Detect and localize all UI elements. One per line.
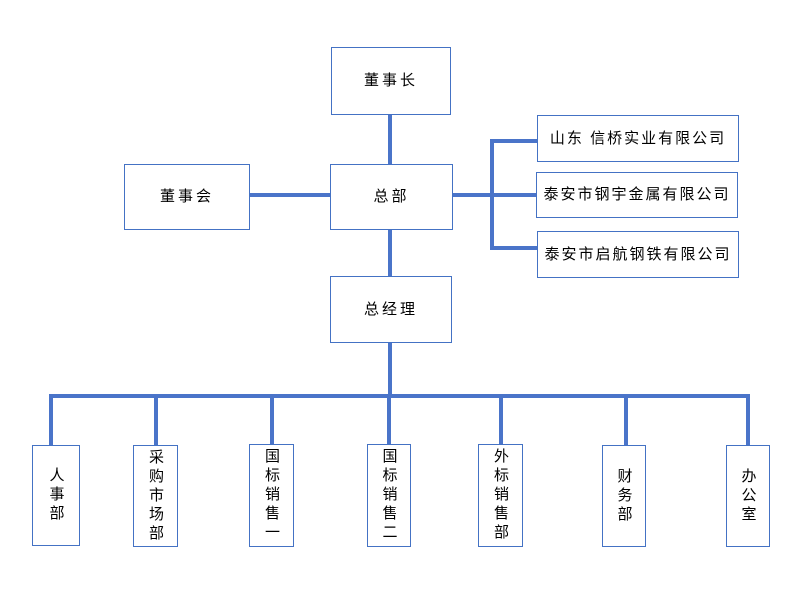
connector-hq-gm bbox=[388, 230, 392, 276]
org-node-dept-finance-label: 财务部 bbox=[615, 467, 633, 525]
connector-drop-purchasing bbox=[154, 398, 158, 446]
connector-drop-national1 bbox=[270, 398, 274, 445]
connector-board-hq bbox=[249, 193, 330, 197]
org-node-dept-hr-label: 人事部 bbox=[47, 467, 65, 524]
org-node-dept-national-sales-2-label: 国标销售二 bbox=[380, 448, 398, 543]
org-node-hq: 总部 bbox=[330, 164, 453, 230]
connector-drop-office bbox=[746, 394, 750, 446]
org-node-general-manager-label: 总经理 bbox=[363, 300, 418, 318]
connector-gm-bus bbox=[388, 343, 392, 397]
org-node-dept-office-label: 办公室 bbox=[739, 467, 757, 525]
connector-drop-hr bbox=[49, 394, 53, 446]
org-node-dept-finance: 财务部 bbox=[602, 445, 646, 547]
org-node-subsidiary2-label: 泰安市钢宇金属有限公司 bbox=[543, 186, 731, 204]
connector-drop-national2 bbox=[387, 398, 391, 444]
org-node-dept-purchasing-market: 采购市场部 bbox=[133, 445, 178, 547]
org-node-general-manager: 总经理 bbox=[330, 276, 452, 343]
org-node-board-label: 董事会 bbox=[159, 188, 214, 206]
connector-bus-horizontal bbox=[49, 394, 750, 398]
org-node-dept-purchasing-market-label: 采购市场部 bbox=[147, 448, 164, 544]
org-node-chairman: 董事长 bbox=[331, 47, 451, 115]
connector-chairman-hq bbox=[388, 115, 392, 165]
connector-stub-subsidiary1 bbox=[492, 139, 537, 143]
connector-hq-bracket bbox=[453, 193, 492, 197]
org-node-dept-national-sales-1-label: 国标销售一 bbox=[263, 448, 280, 543]
connector-stub-subsidiary3 bbox=[492, 246, 537, 250]
org-node-hq-label: 总部 bbox=[373, 188, 410, 206]
org-node-dept-hr: 人事部 bbox=[32, 445, 80, 546]
org-node-board: 董事会 bbox=[124, 164, 250, 230]
connector-stub-subsidiary2 bbox=[492, 193, 536, 197]
org-node-subsidiary1: 山东 信桥实业有限公司 bbox=[537, 115, 739, 162]
connector-drop-foreign bbox=[499, 398, 503, 444]
org-node-chairman-label: 董事长 bbox=[363, 72, 418, 90]
org-node-dept-foreign-sales-label: 外标销售部 bbox=[492, 448, 509, 543]
org-node-dept-national-sales-1: 国标销售一 bbox=[249, 444, 294, 547]
org-node-subsidiary3: 泰安市启航钢铁有限公司 bbox=[537, 231, 739, 278]
org-node-subsidiary3-label: 泰安市启航钢铁有限公司 bbox=[544, 245, 732, 263]
org-node-subsidiary1-label: 山东 信桥实业有限公司 bbox=[549, 129, 727, 147]
org-node-dept-foreign-sales: 外标销售部 bbox=[478, 444, 523, 547]
org-node-subsidiary2: 泰安市钢宇金属有限公司 bbox=[536, 172, 738, 218]
connector-drop-finance bbox=[624, 398, 628, 446]
org-node-dept-national-sales-2: 国标销售二 bbox=[367, 444, 411, 547]
org-node-dept-office: 办公室 bbox=[726, 445, 770, 547]
